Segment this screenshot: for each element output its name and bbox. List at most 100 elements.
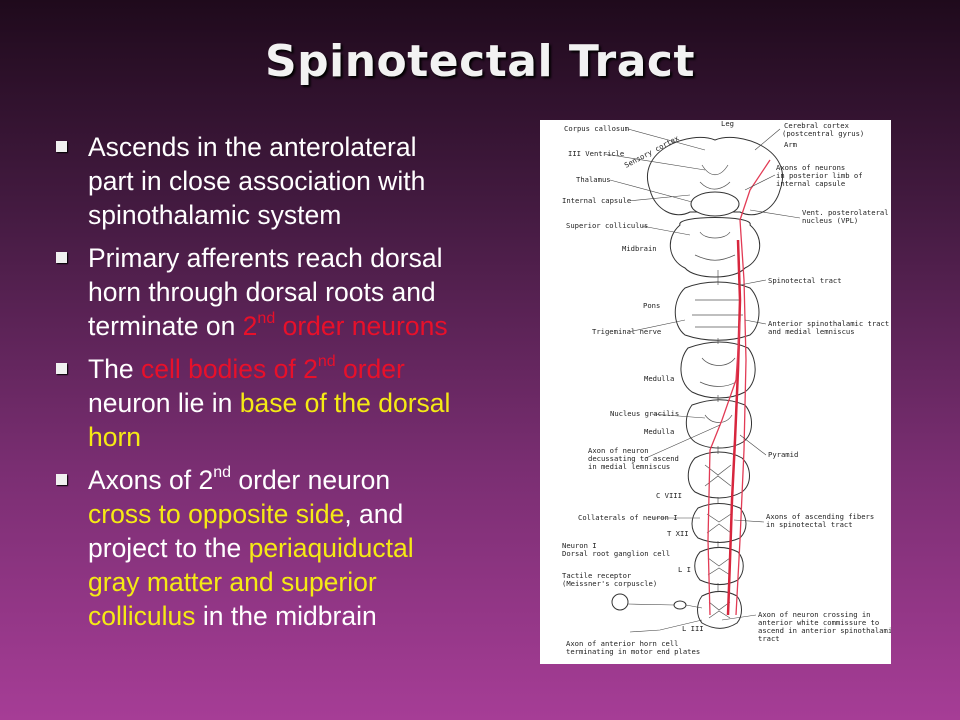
- square-bullet-icon: [56, 141, 67, 152]
- highlight-yellow: cross to opposite side: [88, 499, 345, 529]
- medulla-upper-inner: [699, 357, 737, 387]
- medulla-lower-section: [685, 399, 752, 449]
- label-vpl-2: nucleus (VPL): [802, 216, 858, 225]
- diagram-svg: Corpus callosum Sensory cortex Leg Cereb…: [562, 120, 891, 656]
- cord-segment-c8: [687, 451, 750, 499]
- bullet-line: Ascends in the anterolateral: [88, 132, 417, 162]
- label-neuron-i-2: Dorsal root ganglion cell: [562, 549, 670, 558]
- label-l-i: L I: [678, 565, 691, 574]
- label-collaterals: Collaterals of neuron I: [578, 513, 678, 522]
- text-run: cell bodies of 2: [141, 354, 318, 384]
- label-leg: Leg: [721, 120, 734, 128]
- cord-t12-gray: [706, 513, 732, 534]
- label-neuron-i-1: Neuron I: [562, 541, 597, 550]
- label-ant-spinothalamic-1: Anterior spinothalamic tract: [768, 319, 889, 328]
- leader-lines: [604, 128, 801, 621]
- bullet-line: colliculus in the midbrain: [88, 599, 532, 633]
- spinotectal-tract-line: [726, 239, 742, 616]
- label-vpl-1: Vent. posterolateral: [802, 208, 889, 217]
- ventricle-shape: [699, 164, 731, 190]
- square-bullet-icon: [56, 363, 67, 374]
- square-bullet-icon: [56, 474, 67, 485]
- label-axons-posterior-3: internal capsule: [776, 179, 845, 188]
- bullet-item: Ascends in the anterolateral part in clo…: [52, 130, 532, 232]
- label-postcentral: (postcentral gyrus): [782, 129, 864, 138]
- label-pyramid: Pyramid: [768, 450, 798, 459]
- highlight-yellow: colliculus: [88, 601, 196, 631]
- text-run: order: [335, 354, 405, 384]
- label-tactile-2: (Meissner's corpuscle): [562, 579, 657, 588]
- label-ant-spinothalamic-2: and medial lemniscus: [768, 327, 855, 336]
- label-midbrain: Midbrain: [622, 244, 657, 253]
- text-run: order neurons: [275, 311, 448, 341]
- label-crossing-3: ascend in anterior spinothalamic: [758, 626, 891, 635]
- highlight-yellow: base of the dorsal: [239, 388, 451, 418]
- label-axon-decussating-1: Axon of neuron: [588, 446, 649, 455]
- label-arm: Arm: [784, 140, 797, 149]
- ganglion-cell-shape: [673, 600, 687, 610]
- text-run: order neuron: [231, 465, 391, 495]
- label-anterior-horn-2: terminating in motor end plates: [566, 647, 700, 656]
- label-tactile-1: Tactile receptor: [562, 571, 632, 580]
- label-cerebral-cortex: Cerebral cortex: [784, 121, 850, 130]
- bullet-line: Primary afferents reach dorsal: [88, 243, 443, 273]
- label-corpus-callosum: Corpus callosum: [564, 124, 629, 133]
- cord-l1-gray: [707, 557, 731, 576]
- afferent-fiber: [627, 603, 703, 609]
- label-nucleus-gracilis: Nucleus gracilis: [610, 409, 679, 418]
- bullet-item: Axons of 2nd order neuron cross to oppos…: [52, 463, 532, 633]
- text-run: Axons of 2: [88, 465, 214, 495]
- text-run: project to the: [88, 533, 249, 563]
- label-axons-posterior-2: in posterior limb of: [776, 171, 863, 180]
- text-run: terminate on: [88, 311, 243, 341]
- bullet-item: The cell bodies of 2nd order neuron lie …: [52, 352, 532, 454]
- cord-l3-gray: [708, 601, 731, 619]
- cord-segment-t12: [691, 503, 747, 543]
- superscript: nd: [213, 464, 232, 482]
- label-axons-posterior-1: Axons of neurons: [776, 163, 845, 172]
- medulla-lower-inner: [704, 414, 733, 423]
- highlight-red: 2nd order neurons: [243, 311, 448, 341]
- slide-title: Spinotectal Tract: [264, 36, 696, 87]
- bullet-line: horn through dorsal roots and: [88, 277, 436, 307]
- text-run: neuron lie in: [88, 388, 240, 418]
- bullet-line: cross to opposite side, and: [88, 497, 532, 531]
- bullet-list: Ascends in the anterolateral part in clo…: [52, 130, 532, 642]
- label-t-xii: T XII: [667, 529, 689, 538]
- midbrain-inner: [694, 231, 736, 261]
- figure-labels: Corpus callosum Sensory cortex Leg Cereb…: [562, 120, 891, 656]
- label-axon-decussating-2: decussating to ascend: [588, 454, 679, 463]
- label-medulla-1: Medulla: [644, 374, 674, 383]
- text-run: The: [88, 354, 142, 384]
- medulla-upper-section: [680, 341, 756, 399]
- label-medulla-2: Medulla: [644, 427, 674, 436]
- spinotectal-tract-diagram: Corpus callosum Sensory cortex Leg Cereb…: [540, 120, 891, 664]
- label-pons: Pons: [643, 301, 660, 310]
- bullet-line: project to the periaquiductal: [88, 531, 532, 565]
- label-crossing-1: Axon of neuron crossing in: [758, 610, 871, 619]
- bullet-line: spinothalamic system: [88, 200, 342, 230]
- tactile-receptor-shape: [611, 593, 629, 611]
- label-ascending-fibers-2: in spinotectal tract: [766, 520, 853, 529]
- bullet-line: The cell bodies of 2nd order: [88, 352, 532, 386]
- label-l-iii: L III: [682, 624, 704, 633]
- label-iii-ventricle: III Ventricle: [568, 149, 624, 158]
- label-c-viii: C VIII: [656, 491, 682, 500]
- label-crossing-4: tract: [758, 634, 780, 643]
- bullet-line: horn: [88, 422, 142, 452]
- label-trigeminal-nerve: Trigeminal nerve: [592, 327, 661, 336]
- bullet-item: Primary afferents reach dorsal horn thro…: [52, 241, 532, 343]
- label-anterior-horn-1: Axon of anterior horn cell: [566, 639, 679, 648]
- highlight-red: cell bodies of 2nd order: [141, 354, 405, 384]
- bullet-line: gray matter and superior: [88, 567, 377, 597]
- text-run: , and: [344, 499, 404, 529]
- superscript: nd: [317, 353, 336, 371]
- label-thalamus: Thalamus: [576, 175, 611, 184]
- label-internal-capsule: Internal capsule: [562, 196, 631, 205]
- label-ascending-fibers-1: Axons of ascending fibers: [766, 512, 874, 521]
- label-axon-decussating-3: in medial lemniscus: [588, 462, 670, 471]
- superscript: nd: [257, 310, 276, 328]
- highlight-yellow: periaquiductal: [248, 533, 414, 563]
- label-spinotectal-tract: Spinotectal tract: [768, 276, 842, 285]
- pons-section: [674, 281, 760, 341]
